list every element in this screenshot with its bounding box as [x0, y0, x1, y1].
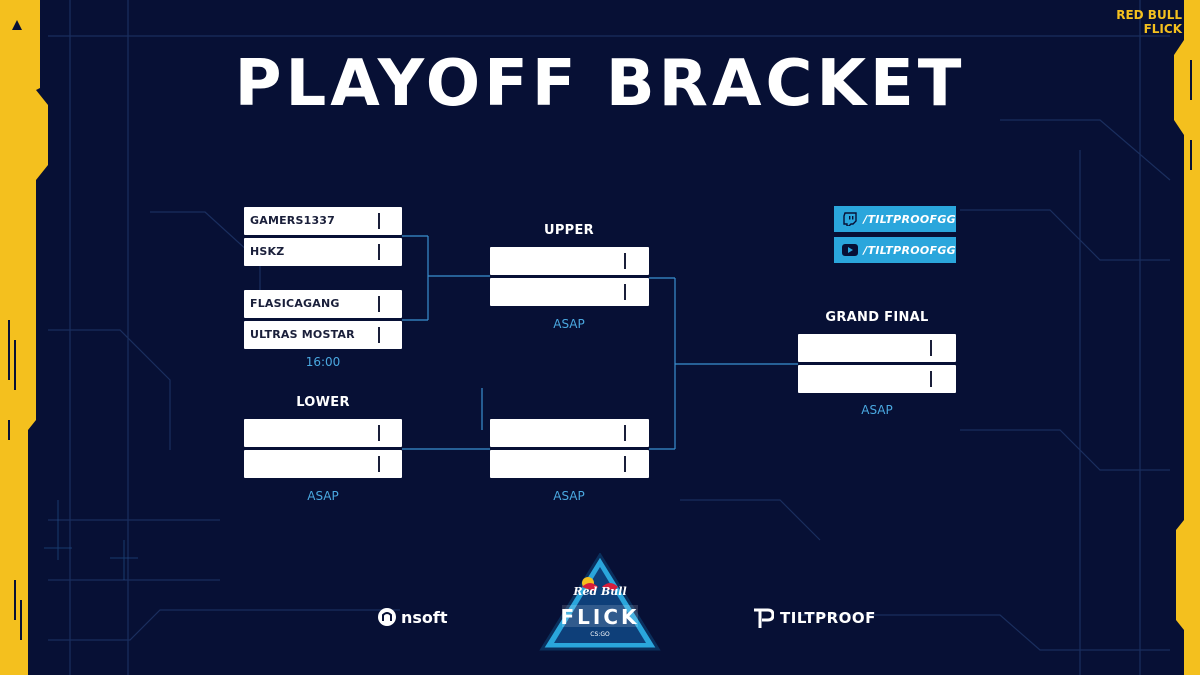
left-yellow-frame [0, 0, 48, 675]
team-slot-grand-final-t1[interactable] [798, 334, 956, 362]
sponsor-tiltproof: TILTPROOF [752, 605, 876, 631]
team-slot-upper-final-t2[interactable] [490, 278, 649, 306]
sponsor-nsoft: nsoft [377, 604, 448, 630]
social-badge-youtube[interactable]: /TILTPROOFGG [834, 237, 956, 263]
lower-label: LOWER [296, 395, 350, 410]
score-divider [378, 296, 380, 312]
event-logo-triangle-icon [539, 552, 661, 651]
sponsor-name: TILTPROOF [780, 609, 876, 627]
upper-label: UPPER [543, 223, 594, 238]
youtube-icon [840, 240, 859, 260]
score-divider [378, 213, 380, 229]
team-slot-upper-r1-m2-t2[interactable]: ULTRAS MOSTAR [244, 321, 402, 349]
social-handle: /TILTPROOFGG [863, 212, 956, 226]
score-divider [624, 253, 626, 269]
team-slot-upper-final-t1[interactable] [490, 247, 649, 275]
score-divider [624, 425, 626, 441]
brand-top-right: RED BULL FLICK [1092, 8, 1182, 36]
tiltproof-logo-icon [754, 608, 774, 628]
match-time-upper-r1: 16:00 [305, 355, 341, 369]
team-name: ULTRAS MOSTAR [250, 328, 355, 341]
nsoft-logo-icon [378, 608, 396, 626]
team-slot-lower-final-t2[interactable] [490, 450, 649, 478]
right-yellow-frame [1174, 0, 1200, 675]
score-divider [624, 456, 626, 472]
sponsor-name: nsoft [401, 607, 448, 627]
team-slot-lower-final-t1[interactable] [490, 419, 649, 447]
score-divider [378, 327, 380, 343]
event-logo-csgo: CS:GO [590, 631, 610, 638]
page-title: PLAYOFF BRACKET [234, 47, 966, 121]
team-name: FLASICAGANG [250, 297, 340, 310]
event-logo: Red Bull FLICK CS:GO [538, 552, 662, 653]
score-divider [930, 340, 932, 356]
team-slot-upper-r1-m1-t2[interactable]: HSKZ [244, 238, 402, 266]
score-divider [930, 371, 932, 387]
score-divider [378, 456, 380, 472]
event-logo-redbull: Red Bull [573, 585, 627, 598]
score-divider [378, 244, 380, 260]
team-name: GAMERS1337 [250, 214, 336, 227]
match-time-grand-final: ASAP [861, 403, 893, 417]
brand-top-line2: FLICK [1143, 22, 1182, 36]
brand-top-line1: RED BULL [1116, 8, 1182, 22]
team-name: HSKZ [250, 245, 285, 258]
match-time-upper-final: ASAP [553, 317, 585, 331]
match-time-lower-r1: ASAP [307, 489, 339, 503]
team-slot-lower-r1-t1[interactable] [244, 419, 402, 447]
match-time-lower-final: ASAP [553, 489, 585, 503]
team-slot-upper-r1-m2-t1[interactable]: FLASICAGANG [244, 290, 402, 318]
score-divider [624, 284, 626, 300]
team-slot-lower-r1-t2[interactable] [244, 450, 402, 478]
event-logo-flick: FLICK [560, 605, 640, 629]
score-divider [378, 425, 380, 441]
team-slot-upper-r1-m1-t1[interactable]: GAMERS1337 [244, 207, 402, 235]
social-badge-twitch[interactable]: /TILTPROOFGG [834, 206, 956, 232]
social-handle: /TILTPROOFGG [863, 243, 956, 257]
grand-final-label: GRAND FINAL [825, 310, 929, 325]
team-slot-grand-final-t2[interactable] [798, 365, 956, 393]
twitch-icon [840, 209, 859, 229]
